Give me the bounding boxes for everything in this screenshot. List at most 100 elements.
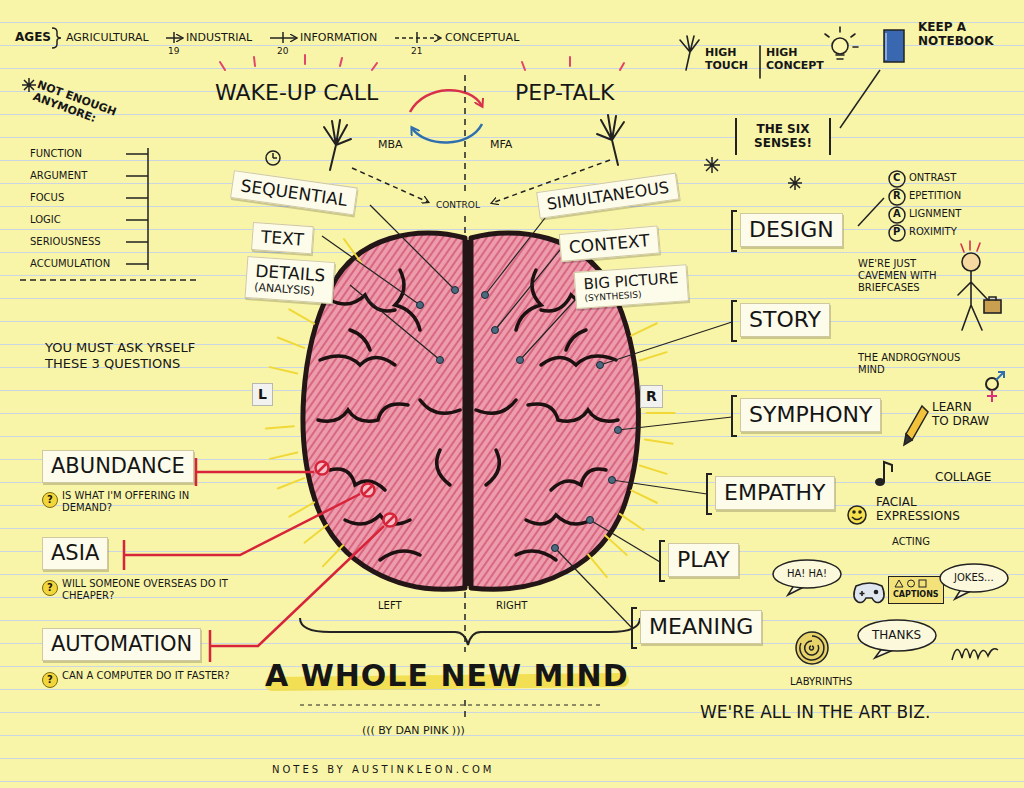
asterisk — [788, 176, 802, 190]
asterisk — [22, 78, 802, 190]
leader-lines — [555, 548, 632, 628]
glow-ray — [605, 535, 626, 554]
red-blockers — [384, 514, 397, 527]
glow-ray — [270, 453, 297, 459]
brain-folds — [516, 551, 556, 560]
brain-folds — [437, 450, 450, 485]
brain-midline — [466, 240, 470, 586]
smiley — [848, 506, 866, 524]
caveman — [989, 297, 996, 300]
question-mark: ? — [42, 672, 58, 688]
brain-folds — [330, 469, 385, 490]
music-note — [876, 479, 884, 485]
note-text: WAKE-UP CALL — [215, 80, 378, 106]
pencil — [904, 406, 928, 445]
glow-ray — [270, 367, 297, 373]
brain-folds — [330, 295, 395, 311]
clock-icon — [273, 153, 277, 158]
leader-dots — [482, 292, 489, 299]
pencil — [904, 434, 912, 445]
notebook-links — [889, 189, 905, 205]
brain-folds — [318, 404, 408, 421]
leader-lines — [618, 417, 732, 430]
note-text: LEARN TO DRAW — [932, 400, 992, 429]
title-text: A WHOLE NEW MIND — [265, 658, 629, 694]
note-text: MBA — [378, 138, 403, 151]
note-text: YOU MUST ASK YRSELF THESE 3 QUESTIONS — [45, 340, 205, 371]
node-label: THE SIX SENSES! — [745, 122, 821, 151]
node-label: TEXT — [260, 227, 304, 250]
caveman — [962, 253, 980, 271]
note-text: ROXIMITY — [909, 226, 957, 238]
notebook-links — [889, 171, 905, 187]
smiley — [853, 511, 855, 513]
brain-folds — [528, 404, 618, 421]
node-label: THANKS — [872, 628, 922, 642]
note-text: ACCUMULATION — [30, 258, 110, 270]
six-senses-star — [704, 157, 720, 173]
raised-hands — [597, 115, 624, 165]
sense-brackets — [660, 541, 665, 581]
sense-brackets — [707, 474, 712, 514]
node-label: AUTOMATION — [51, 632, 192, 657]
note-text: FUNCTION — [30, 148, 82, 160]
paper-label: BIG PICTURE(SYNTHESIS) — [574, 264, 689, 309]
bracket-box: THE SIX SENSES! — [735, 118, 831, 155]
node-label: L — [258, 386, 267, 403]
note-text: PEP-TALK — [515, 80, 614, 106]
node-label: CONTEXT — [568, 230, 650, 257]
glow-ray — [645, 440, 673, 444]
node-label: MEANING — [649, 614, 753, 640]
paper-label: ABUNDANCE — [42, 450, 194, 483]
paper-label: SYMPHONY — [740, 398, 881, 432]
brain-folds — [476, 270, 618, 560]
leader-dots — [492, 327, 499, 334]
smiley — [852, 517, 862, 520]
paper-label: SEQUENTIAL — [230, 170, 358, 216]
brain-folds — [350, 330, 370, 350]
paper-label: EMPATHY — [715, 476, 835, 510]
note-text: INFORMATION — [300, 31, 377, 44]
ages-arrows — [52, 28, 440, 48]
note-text: ((( BY DAN PINK ))) — [362, 724, 465, 737]
paper-label: DESIGN — [740, 213, 843, 247]
paper-label: SIMULTANEOUS — [536, 172, 680, 219]
leader-dots — [417, 287, 622, 552]
note-text: THE ANDROGYNOUS MIND — [858, 352, 976, 376]
note-text: AGRICULTURAL — [66, 31, 149, 44]
leader-lines — [485, 218, 545, 295]
note-text: WE'RE JUST CAVEMEN WITH BRIEFCASES — [858, 258, 950, 294]
caveman — [984, 300, 1001, 313]
glow-ray — [289, 309, 314, 323]
node-label: PLAY — [677, 547, 730, 573]
glow-ray — [640, 352, 667, 360]
node-label: HA! HA! — [787, 568, 827, 580]
note-text: FOCUS — [30, 192, 64, 204]
note-text: CAN A COMPUTER DO IT FASTER? — [62, 670, 237, 682]
ages-arrows — [416, 32, 418, 43]
notebook-links — [884, 30, 904, 62]
note-text: 21 — [411, 46, 422, 57]
high-touch-icons — [759, 46, 761, 78]
six-senses-star — [704, 157, 720, 173]
smiley — [848, 506, 866, 524]
note-text: P — [893, 226, 900, 238]
leader-lines — [370, 205, 455, 290]
note-text: CONCEPTUAL — [445, 31, 519, 44]
high-touch-icons — [832, 38, 848, 54]
paper-label: R — [640, 385, 663, 408]
glow-ray — [344, 239, 361, 263]
leader-lines — [600, 322, 732, 365]
note-text: SERIOUSNESS — [30, 236, 101, 248]
leader-lines — [612, 480, 707, 494]
brain-folds — [551, 469, 606, 490]
brain-folds — [395, 270, 420, 330]
sense-brackets — [732, 211, 737, 251]
note-text: WE'RE ALL IN THE ART BIZ. — [700, 702, 930, 722]
brain-folds — [566, 330, 586, 350]
mba-mfa-cycle — [410, 90, 482, 142]
leader-lines — [350, 285, 440, 360]
sense-brackets — [732, 301, 737, 341]
leader-dots — [452, 287, 459, 294]
note-text: LIGNMENT — [909, 208, 961, 220]
